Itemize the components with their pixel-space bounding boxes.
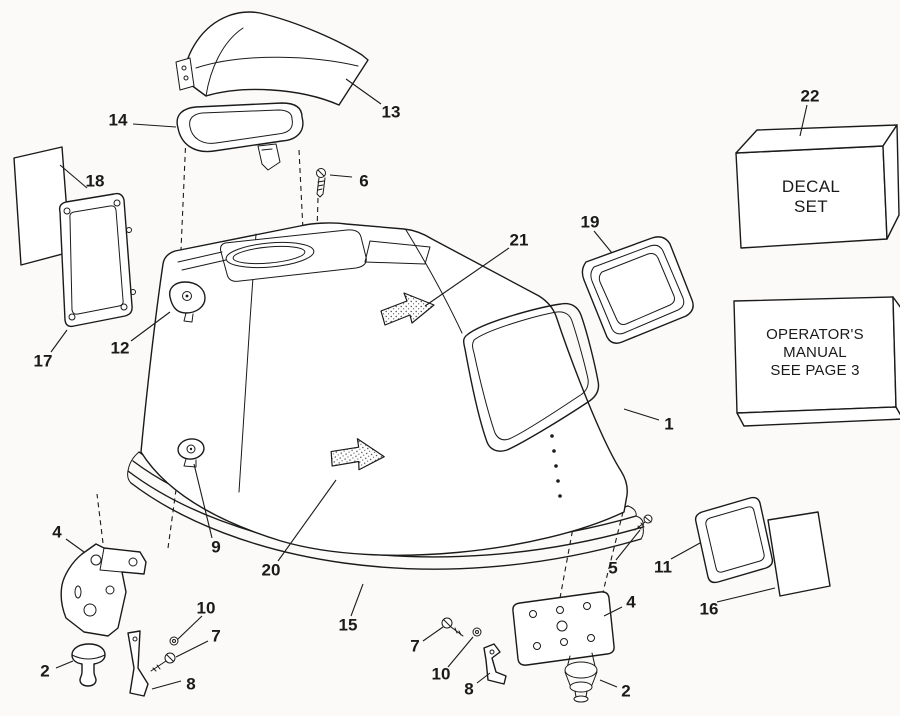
- callout-5: 5: [608, 559, 617, 578]
- leader-line-5: [615, 529, 641, 561]
- top-panel-line: [364, 240, 431, 265]
- manual-text-line1: OPERATOR'S: [766, 326, 864, 343]
- leader-line-4: [65, 538, 85, 553]
- callout-7: 7: [211, 627, 220, 646]
- callout-16: 16: [700, 600, 719, 619]
- callout-6: 6: [359, 172, 368, 191]
- leader-line-18: [59, 164, 88, 189]
- callout-17: 17: [34, 352, 53, 371]
- leader-line-4: [603, 606, 623, 617]
- leader-line-8: [476, 672, 491, 684]
- bracket-4-left: [60, 543, 147, 637]
- callout-22: 22: [801, 87, 820, 106]
- manual-text-line2: MANUAL: [783, 344, 847, 361]
- washer-10-right: [472, 627, 482, 637]
- callout-8: 8: [464, 680, 473, 699]
- callout-9: 9: [211, 538, 220, 557]
- arrow-decal-20: [330, 438, 385, 471]
- engine-cover: [140, 222, 628, 556]
- callout-18: 18: [86, 172, 105, 191]
- leader-line-1: [623, 408, 660, 421]
- latch-9: [177, 438, 205, 468]
- leader-line-16: [716, 587, 776, 603]
- callout-20: 20: [262, 561, 281, 580]
- leader-line-10: [177, 615, 203, 640]
- leader-line-15: [350, 583, 364, 617]
- leader-line-6: [329, 174, 353, 178]
- manual-text-line3: SEE PAGE 3: [770, 362, 859, 379]
- callout-10: 10: [432, 665, 451, 684]
- leader-line-9: [193, 463, 213, 539]
- leader-line-13: [345, 78, 382, 105]
- bracket-8-right: [483, 643, 507, 685]
- bracket-8-left: [127, 630, 149, 697]
- callout-13: 13: [382, 103, 401, 122]
- decal-set-text-line1: DECAL: [782, 177, 840, 196]
- callout-4: 4: [52, 523, 62, 542]
- callout-19: 19: [581, 213, 600, 232]
- hinge-detail: [175, 57, 195, 91]
- grommet-2-right: [564, 652, 598, 703]
- leader-line-17: [50, 329, 68, 353]
- leader-line-12: [130, 311, 171, 342]
- decal-set-box: DECAL SET: [735, 124, 900, 249]
- leader-line-19: [593, 230, 613, 254]
- latch-12: [168, 281, 206, 323]
- callout-15: 15: [339, 616, 358, 635]
- callout-2: 2: [621, 682, 630, 701]
- grommet-2-left: [71, 643, 106, 687]
- leader-line-8: [151, 680, 182, 690]
- decal-plate-16: [767, 511, 831, 597]
- callout-21: 21: [510, 231, 529, 250]
- callout-12: 12: [111, 339, 130, 358]
- operators-manual-box: OPERATOR'S MANUAL SEE PAGE 3: [733, 296, 900, 427]
- screw-7-left: [150, 652, 176, 672]
- leader-line-11: [670, 542, 701, 560]
- callout-10: 10: [197, 599, 216, 618]
- latch-keeper: [257, 143, 281, 171]
- screw-5: [634, 514, 653, 531]
- leader-line-2: [55, 660, 74, 669]
- callout-7: 7: [410, 637, 419, 656]
- side-window-outer: [462, 302, 600, 452]
- callout-2: 2: [40, 662, 49, 681]
- callout-8: 8: [186, 675, 195, 694]
- seal-ring-19: [581, 236, 694, 344]
- top-recess: [220, 229, 367, 282]
- screw-6: [316, 168, 326, 198]
- screw-7-right: [441, 617, 464, 637]
- leader-line-22: [799, 104, 808, 137]
- leader-line-14: [132, 123, 177, 128]
- leader-line-21: [424, 247, 510, 307]
- leader-line-20: [277, 479, 337, 562]
- callout-11: 11: [654, 558, 672, 577]
- washer-10-left: [169, 636, 179, 646]
- leader-line-7: [422, 626, 444, 642]
- decal-set-text-line2: SET: [794, 197, 828, 216]
- gasket-11: [694, 496, 774, 584]
- leader-line-2: [599, 679, 618, 688]
- callout-14: 14: [109, 111, 128, 130]
- callout-1: 1: [664, 415, 673, 434]
- engine-cover-body: [140, 222, 628, 556]
- top-cover: [175, 11, 369, 106]
- side-window-inner: [472, 311, 589, 441]
- bracket-4-right: [512, 591, 615, 666]
- arrow-decal-21: [380, 292, 435, 326]
- callout-4: 4: [626, 593, 636, 612]
- leader-line-7: [175, 640, 209, 658]
- leader-line-10: [447, 636, 474, 668]
- front-plate-17: [58, 192, 136, 328]
- top-gasket: [176, 102, 304, 171]
